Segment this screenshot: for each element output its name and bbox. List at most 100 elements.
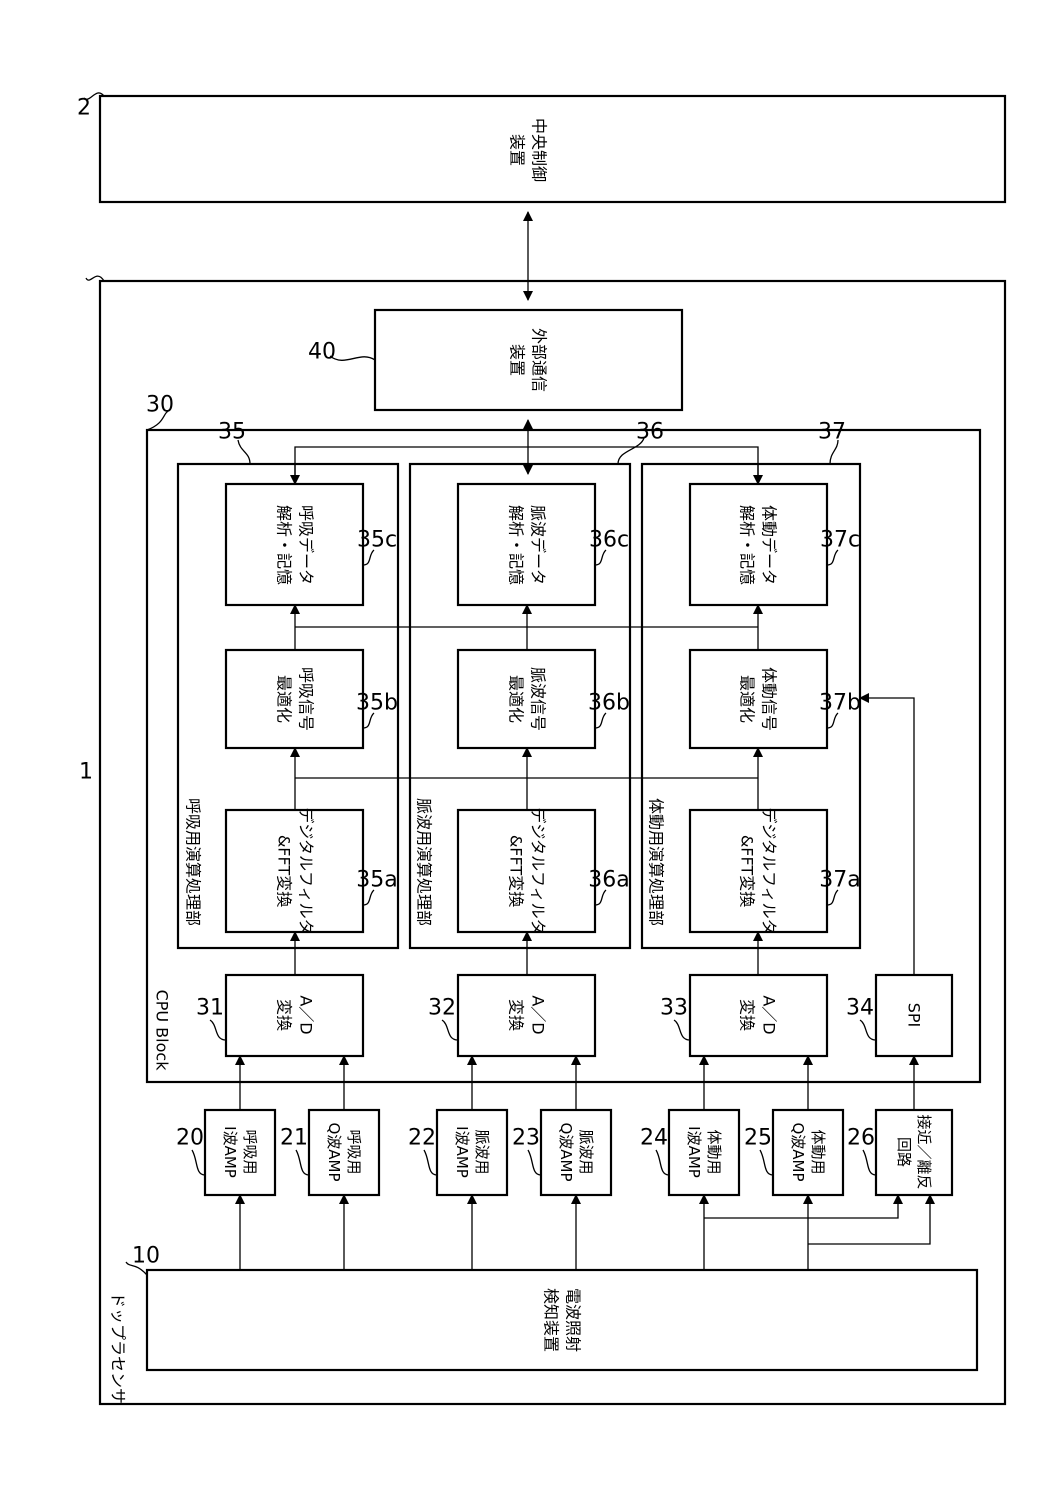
filter-label-36a-line: デジタルフィルタ bbox=[529, 807, 548, 934]
ref-num-20: 20 bbox=[176, 1126, 204, 1151]
amp-label-24-line: I波AMP bbox=[685, 1126, 703, 1178]
amp-box-24 bbox=[669, 1110, 739, 1195]
ref-num-35: 35 bbox=[218, 420, 246, 445]
amp-box-26 bbox=[876, 1110, 952, 1195]
radio-device-label-line: 検知装置 bbox=[542, 1288, 561, 1352]
ref-num-22: 22 bbox=[408, 1126, 436, 1151]
ref-num-35b: 35b bbox=[356, 691, 398, 716]
amp-box-22 bbox=[437, 1110, 507, 1195]
amp-label-23-line: 脈波用 bbox=[577, 1129, 595, 1174]
amp-label-22-line: 脈波用 bbox=[473, 1129, 491, 1174]
amp-label-26-line: 回路 bbox=[895, 1137, 913, 1167]
filter-label-35a-line: デジタルフィルタ bbox=[297, 807, 316, 934]
amp-label-20-line: 呼吸用 bbox=[241, 1129, 259, 1174]
ref-num-33: 33 bbox=[660, 996, 688, 1021]
ref-num-26: 26 bbox=[847, 1126, 875, 1151]
ref-num-31: 31 bbox=[196, 996, 224, 1021]
ref-num-36b: 36b bbox=[588, 691, 630, 716]
ref-num-35a: 35a bbox=[356, 868, 397, 893]
optimize-label-36b-line: 最適化 bbox=[507, 675, 526, 723]
converter-label-34-line: SPI bbox=[905, 1003, 924, 1028]
unit-title-37: 体動用演算処理部 bbox=[647, 798, 666, 926]
amp-label-22-line: I波AMP bbox=[453, 1126, 471, 1178]
ref-num-23: 23 bbox=[512, 1126, 540, 1151]
ref-num-21: 21 bbox=[280, 1126, 308, 1151]
central-control-label-line: 装置 bbox=[508, 134, 527, 166]
ref-num-30: 30 bbox=[146, 393, 174, 418]
analysis-label-37c-line: 体動データ bbox=[760, 505, 779, 585]
amp-label-25-line: Q波AMP bbox=[789, 1122, 807, 1181]
doppler-sensor-title: ドップラセンサ bbox=[109, 1292, 128, 1404]
optimize-label-37b-line: 体動信号 bbox=[760, 667, 779, 731]
ref-num-36a: 36a bbox=[588, 868, 629, 893]
filter-label-36a-line: &FFT変換 bbox=[507, 835, 526, 907]
filter-label-37a-line: デジタルフィルタ bbox=[760, 807, 779, 934]
ref-num-10: 10 bbox=[132, 1244, 160, 1269]
ref-num-32: 32 bbox=[428, 996, 456, 1021]
text-labels: 中央制御装置外部通信装置電波照射検知装置ドップラセンサCPU Block呼吸用演… bbox=[77, 96, 933, 1405]
analysis-label-35c-line: 解析・記憶 bbox=[275, 505, 294, 585]
optimize-box-36b bbox=[458, 650, 595, 748]
analysis-box-37c bbox=[690, 484, 827, 605]
amp-label-24-line: 体動用 bbox=[705, 1129, 723, 1174]
ad-converter-box-32 bbox=[458, 975, 595, 1056]
ref-num-36: 36 bbox=[636, 420, 664, 445]
analysis-label-36c-line: 解析・記憶 bbox=[507, 505, 526, 585]
ref-num-2: 2 bbox=[77, 96, 91, 121]
ref-num-37a: 37a bbox=[819, 868, 860, 893]
external-comm-label-line: 外部通信 bbox=[530, 328, 549, 392]
converter-label-31-line: 変換 bbox=[275, 999, 294, 1031]
central-control-label-line: 中央制御 bbox=[530, 118, 549, 182]
converter-label-33-line: 変換 bbox=[738, 999, 757, 1031]
analysis-label-36c-line: 脈波データ bbox=[529, 505, 548, 585]
amp-box-20 bbox=[205, 1110, 275, 1195]
converter-label-32-line: A／D bbox=[529, 995, 548, 1034]
ref-num-36c: 36c bbox=[589, 528, 629, 553]
amp-box-21 bbox=[309, 1110, 379, 1195]
ref-num-24: 24 bbox=[640, 1126, 668, 1151]
cpu-block-title: CPU Block bbox=[153, 990, 172, 1072]
ref-num-1: 1 bbox=[79, 760, 93, 785]
external-comm-label-line: 装置 bbox=[508, 344, 527, 376]
optimize-label-36b-line: 脈波信号 bbox=[529, 667, 548, 731]
analysis-box-36c bbox=[458, 484, 595, 605]
analysis-label-35c-line: 呼吸データ bbox=[297, 505, 316, 585]
filter-label-37a-line: &FFT変換 bbox=[738, 835, 757, 907]
external-comm-device-box bbox=[375, 310, 682, 410]
ref-num-37c: 37c bbox=[820, 528, 860, 553]
amp-label-20-line: I波AMP bbox=[221, 1126, 239, 1178]
filter-box-36a bbox=[458, 810, 595, 932]
optimize-label-37b-line: 最適化 bbox=[738, 675, 757, 723]
filter-box-37a bbox=[690, 810, 827, 932]
optimize-box-35b bbox=[226, 650, 363, 748]
radio-device-label-line: 電波照射 bbox=[564, 1288, 583, 1352]
optimize-label-35b-line: 呼吸信号 bbox=[297, 667, 316, 731]
ref-num-37b: 37b bbox=[819, 691, 861, 716]
converter-label-31-line: A／D bbox=[297, 995, 316, 1034]
optimize-box-37b bbox=[690, 650, 827, 748]
amp-label-25-line: 体動用 bbox=[809, 1129, 827, 1174]
ref-num-37: 37 bbox=[818, 420, 846, 445]
filter-box-35a bbox=[226, 810, 363, 932]
amp-label-21-line: Q波AMP bbox=[325, 1122, 343, 1181]
ref-num-25: 25 bbox=[744, 1126, 772, 1151]
ref-num-34: 34 bbox=[846, 996, 874, 1021]
amp-label-23-line: Q波AMP bbox=[557, 1122, 575, 1181]
ref-num-40: 40 bbox=[308, 340, 336, 365]
amp-box-23 bbox=[541, 1110, 611, 1195]
ad-converter-box-33 bbox=[690, 975, 827, 1056]
ad-converter-box-31 bbox=[226, 975, 363, 1056]
analysis-label-37c-line: 解析・記憶 bbox=[738, 505, 757, 585]
optimize-label-35b-line: 最適化 bbox=[275, 675, 294, 723]
unit-title-36: 脈波用演算処理部 bbox=[415, 798, 434, 926]
amp-label-26-line: 接近／離反 bbox=[915, 1114, 933, 1189]
converter-label-33-line: A／D bbox=[760, 995, 779, 1034]
unit-title-35: 呼吸用演算処理部 bbox=[184, 798, 203, 926]
radio-wave-device-box bbox=[147, 1270, 977, 1370]
central-control-label: 中央制御装置 bbox=[508, 118, 549, 182]
amp-label-21-line: 呼吸用 bbox=[345, 1129, 363, 1174]
converter-label-32-line: 変換 bbox=[507, 999, 526, 1031]
filter-label-35a-line: &FFT変換 bbox=[275, 835, 294, 907]
ref-num-35c: 35c bbox=[357, 528, 397, 553]
